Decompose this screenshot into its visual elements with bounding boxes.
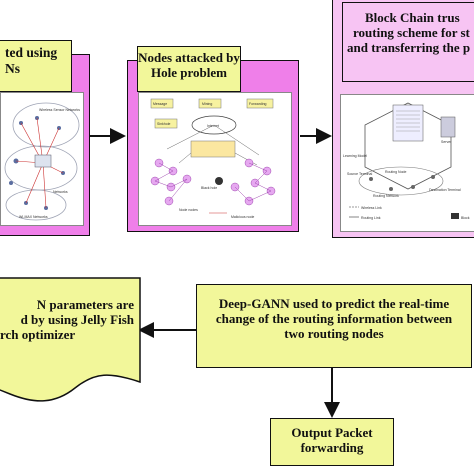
hole-attack-thumbnail: Message Mining Forwarding Internet Sinkh… bbox=[138, 92, 292, 226]
box-hole-attack-title: Nodes attacked by Hole problem bbox=[137, 46, 241, 92]
hole-label-1: Mining bbox=[202, 102, 212, 106]
box5-title-line3: two routing nodes bbox=[284, 325, 384, 341]
bc-label-5: Wireless Link bbox=[361, 206, 382, 210]
hole-label-5: Black hole bbox=[201, 186, 217, 190]
box5-title-line1: Deep-GANN used to predict the real-time bbox=[218, 296, 450, 311]
wsn-network-thumbnail: Wireless Sensor Networks Networks WI-MAX… bbox=[0, 92, 84, 226]
wsn-caption-bottom: WI-MAX Networks bbox=[19, 215, 48, 219]
hole-label-4: Sinkhole bbox=[157, 122, 170, 126]
box4-title-line1: N parameters are bbox=[36, 297, 134, 312]
blockchain-thumbnail: Server Learning Model Source Terminal Ro… bbox=[340, 94, 474, 232]
wsn-caption-top: Wireless Sensor Networks bbox=[39, 108, 80, 112]
box4-title-line2: d by using Jelly Fish bbox=[20, 311, 134, 327]
box4-text: N parameters are d by using Jelly Fish r… bbox=[0, 297, 134, 343]
hole-label-2: Forwarding bbox=[249, 102, 267, 106]
bc-label-0: Learning Model bbox=[343, 154, 367, 158]
box6-title-line1: Output Packet bbox=[291, 425, 373, 440]
box6-title-line2: forwarding bbox=[300, 439, 364, 455]
bc-label-7: Server bbox=[441, 140, 452, 144]
box-blockchain-title: Block Chain trus routing scheme for st a… bbox=[342, 2, 474, 82]
bc-label-6: Routing Link bbox=[361, 216, 381, 220]
box-deep-gann: Deep-GANN used to predict the real-time … bbox=[196, 284, 472, 368]
box-output-forwarding: Output Packet forwarding bbox=[270, 418, 394, 466]
box4-title-line3: rch optimizer bbox=[0, 326, 76, 342]
box1-title-line1: ted using bbox=[5, 45, 58, 60]
wsn-caption-side: Networks bbox=[53, 190, 68, 194]
bc-label-1: Source Terminal bbox=[347, 172, 372, 176]
hole-label-6: Node nodes bbox=[179, 208, 198, 212]
hole-label-7: Malicious node bbox=[231, 215, 254, 219]
box3-title-line1: Block Chain trus bbox=[365, 10, 460, 25]
box3-title-line2: routing scheme for st bbox=[353, 24, 470, 40]
box1-title-line2: Ns bbox=[5, 60, 21, 76]
hole-label-3: Internet bbox=[207, 124, 219, 128]
hole-label-0: Message bbox=[153, 102, 167, 106]
bc-label-2: Routing Node bbox=[385, 170, 406, 174]
bc-label-3: Routing Network bbox=[373, 194, 399, 198]
box3-title-line3: and transferring the p bbox=[347, 39, 471, 55]
box-input-wsn-title: ted using Ns bbox=[0, 40, 72, 92]
box2-title-line1: Nodes attacked by bbox=[138, 50, 240, 65]
bc-label-8: Block bbox=[461, 216, 470, 220]
bc-label-4: Destination Terminal bbox=[429, 188, 461, 192]
box5-title-line2: change of the routing information betwee… bbox=[215, 310, 453, 326]
box2-title-line2: Hole problem bbox=[151, 64, 227, 80]
